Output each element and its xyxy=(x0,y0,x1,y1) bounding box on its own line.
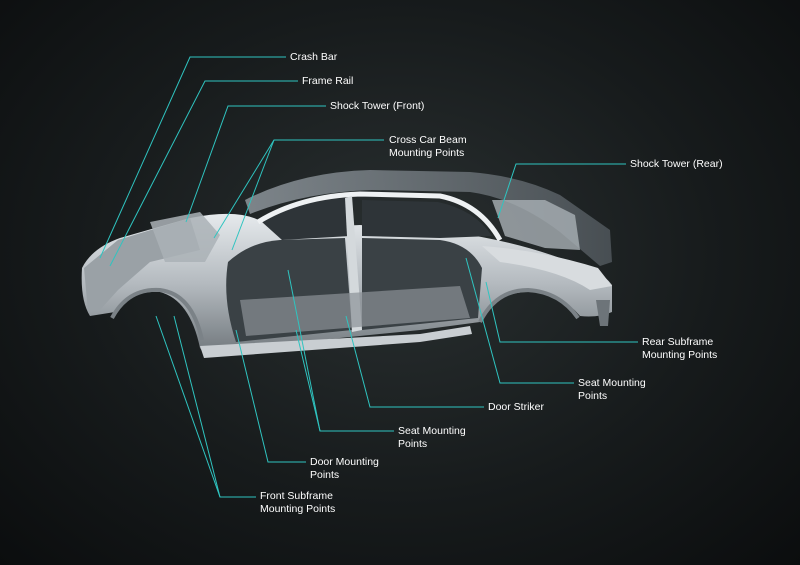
rear-subframe-mount xyxy=(596,300,610,326)
label-text: Shock Tower (Rear) xyxy=(630,158,723,170)
label-cross-car-beam: Cross Car Beam Mounting Points xyxy=(389,134,467,160)
rear-wheel-arch xyxy=(478,287,580,323)
label-crash-bar: Crash Bar xyxy=(290,51,337,64)
label-rear-subframe: Rear Subframe Mounting Points xyxy=(642,336,717,362)
far-side-frame xyxy=(245,170,612,266)
rear-window-opening xyxy=(362,200,492,238)
label-seat-mounting-front: Seat Mounting Points xyxy=(398,425,466,451)
floor-pan xyxy=(240,286,470,336)
label-text-line-1: Seat Mounting xyxy=(398,425,466,437)
front-shock-tower-structure xyxy=(150,212,220,262)
label-seat-mounting-rear: Seat Mounting Points xyxy=(578,377,646,403)
label-text-line-1: Front Subframe xyxy=(260,490,333,502)
leader-crash-bar xyxy=(99,56,286,259)
label-door-mounting: Door Mounting Points xyxy=(310,456,379,482)
leader-shock-tower-front xyxy=(185,105,326,223)
leader-shock-tower-rear xyxy=(497,163,626,219)
label-text-line-1: Door Mounting xyxy=(310,456,379,468)
label-frame-rail: Frame Rail xyxy=(302,75,353,88)
label-text-line-2: Mounting Points xyxy=(260,503,336,515)
leader-rear-subframe xyxy=(485,281,638,343)
leader-lines xyxy=(99,56,638,498)
leader-frame-rail xyxy=(109,80,298,267)
leader-cross-car-beam-2 xyxy=(231,139,275,251)
leader-seat-mounting-rear xyxy=(465,257,574,384)
label-text: Crash Bar xyxy=(290,51,338,63)
body-in-white xyxy=(81,170,612,358)
label-text-line-1: Seat Mounting xyxy=(578,377,646,389)
label-front-subframe: Front Subframe Mounting Points xyxy=(260,490,335,516)
label-text-line-1: Cross Car Beam xyxy=(389,134,467,146)
label-text: Frame Rail xyxy=(302,75,354,87)
rear-deck xyxy=(482,246,612,290)
rocker-panel xyxy=(200,326,472,358)
label-door-striker: Door Striker xyxy=(488,401,544,414)
label-text-line-2: Points xyxy=(310,469,340,481)
leader-door-mounting xyxy=(235,329,306,463)
leader-front-subframe-2 xyxy=(173,315,221,498)
label-text: Shock Tower (Front) xyxy=(330,100,425,112)
leader-door-striker xyxy=(345,315,484,408)
label-text-line-2: Mounting Points xyxy=(389,147,465,159)
label-shock-tower-front: Shock Tower (Front) xyxy=(330,100,424,113)
front-wheel-arch xyxy=(110,287,204,341)
label-text-line-2: Mounting Points xyxy=(642,349,718,361)
label-text-line-2: Points xyxy=(398,438,428,450)
roof-rail xyxy=(256,191,503,242)
label-text: Door Striker xyxy=(488,401,545,413)
leader-seat-mounting-front-2 xyxy=(287,269,321,432)
label-text-line-2: Points xyxy=(578,390,608,402)
windshield-opening xyxy=(262,198,350,240)
rear-shock-tower-structure xyxy=(492,200,580,250)
label-shock-tower-rear: Shock Tower (Rear) xyxy=(630,158,723,171)
label-text-line-1: Rear Subframe xyxy=(642,336,714,348)
